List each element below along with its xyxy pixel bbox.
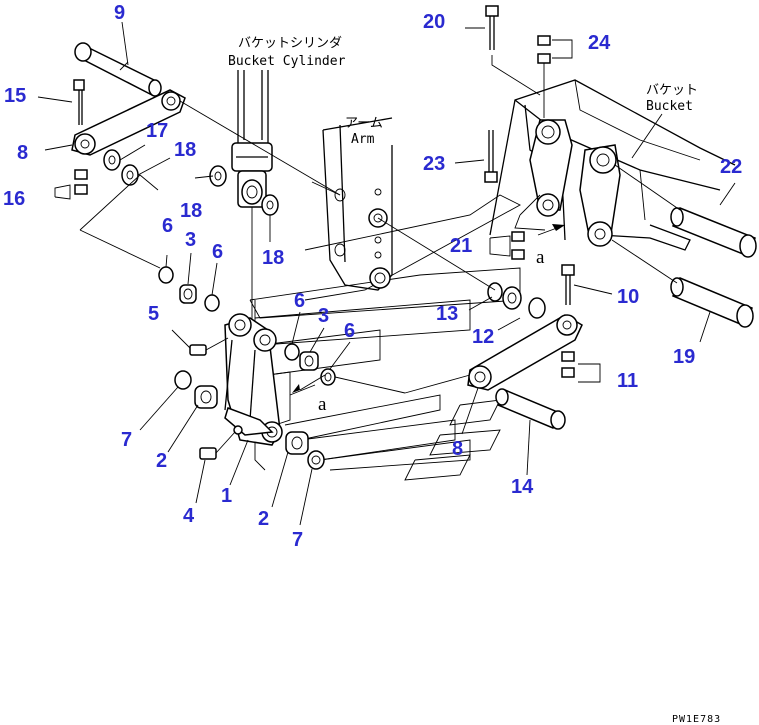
bucket-cylinder [231, 70, 273, 330]
callout-6-d: 6 [344, 320, 355, 342]
bolt-23 [484, 130, 498, 183]
callout-6-b: 6 [212, 241, 223, 263]
caption-bucket-jp: バケット [646, 83, 698, 98]
callout-5: 5 [148, 303, 159, 325]
pin-14 [495, 388, 566, 430]
washers-17-18 [79, 144, 279, 269]
callout-12: 12 [472, 326, 494, 348]
caption-arm-jp: アーム [345, 116, 383, 131]
callout-1: 1 [221, 485, 232, 507]
callout-6-a: 6 [162, 215, 173, 237]
reference-letter-a-left: a [318, 394, 327, 415]
callout-3-a: 3 [185, 229, 196, 251]
callout-7-a: 7 [121, 429, 132, 451]
pin-19 [611, 239, 754, 328]
link-12 [467, 314, 583, 391]
caption-bucket-cylinder-en: Bucket Cylinder [228, 54, 346, 69]
callout-9: 9 [114, 2, 125, 24]
callout-2-b: 2 [258, 508, 269, 530]
callout-7-b: 7 [292, 529, 303, 551]
callout-24: 24 [588, 32, 611, 54]
callout-11: 11 [617, 370, 638, 392]
callout-10: 10 [617, 286, 639, 308]
reference-letter-a-right: a [536, 247, 545, 268]
washers-13 [377, 217, 546, 319]
bushings-7-2-left [174, 370, 218, 409]
callout-22: 22 [720, 156, 742, 178]
callout-20: 20 [423, 11, 445, 33]
callout-19: 19 [673, 346, 695, 368]
bushings-right [284, 343, 471, 396]
bushings-7-2-bottom [285, 431, 325, 470]
bucket [489, 79, 736, 251]
callout-18-c: 18 [262, 247, 284, 269]
leader-lines [44, 27, 736, 526]
callout-14: 14 [511, 476, 534, 498]
callout-13: 13 [436, 303, 458, 325]
callout-6-c: 6 [294, 290, 305, 312]
part-number-callouts: 9 15 8 17 18 16 18 18 6 3 6 5 6 3 6 7 2 … [3, 2, 742, 551]
callout-3-b: 3 [318, 305, 329, 327]
callout-23: 23 [423, 153, 445, 175]
nuts-11 [561, 351, 601, 383]
arm [311, 117, 393, 291]
callout-15: 15 [4, 85, 26, 107]
pin-22 [614, 164, 757, 258]
callout-21: 21 [450, 235, 472, 257]
ghost-outlines [249, 194, 521, 481]
callout-4: 4 [183, 505, 195, 527]
pin-9 [74, 21, 162, 97]
callout-2-a: 2 [156, 450, 167, 472]
link-8-upper [71, 89, 341, 196]
callout-16: 16 [3, 188, 25, 210]
caption-bucket-en: Bucket [646, 99, 693, 114]
bolt-15 [37, 79, 85, 125]
caption-arm-en: Arm [351, 132, 375, 147]
captions: バケットシリンダ Bucket Cylinder アーム Arm バケット Bu… [228, 36, 721, 725]
callout-18-b: 18 [180, 200, 202, 222]
drawing-code: PW1E783 [672, 714, 721, 725]
nuts-21 [489, 231, 525, 260]
callout-18-a: 18 [174, 139, 196, 161]
bolt-20 [485, 5, 541, 96]
callout-8-upper: 8 [17, 142, 28, 164]
caption-bucket-cylinder-jp: バケットシリンダ [238, 36, 342, 51]
bushings-left [158, 266, 220, 312]
callout-17: 17 [146, 120, 168, 142]
nuts-24 [537, 35, 573, 118]
nuts-16 [54, 169, 88, 200]
callout-8-lower: 8 [452, 438, 463, 460]
grease-fittings [171, 329, 243, 460]
bolt-10 [561, 264, 575, 305]
link-1-assembly [224, 313, 283, 446]
